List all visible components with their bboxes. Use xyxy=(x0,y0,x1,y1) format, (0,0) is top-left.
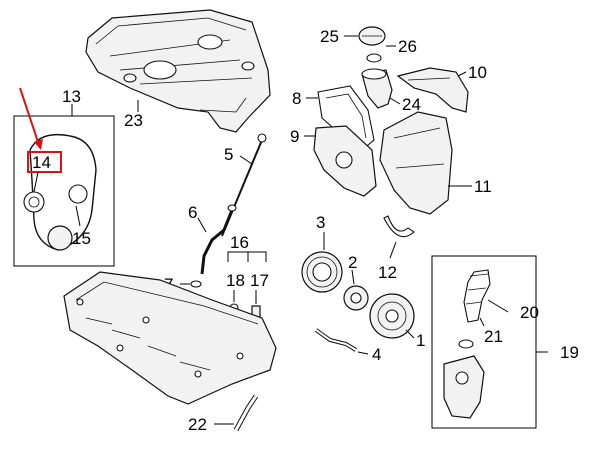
oil-pump xyxy=(301,251,343,293)
highlight-box xyxy=(27,151,62,173)
callout-21: 21 xyxy=(484,327,503,346)
callout-17: 17 xyxy=(250,271,269,290)
highlight-arrow xyxy=(19,87,41,149)
callout-5: 5 xyxy=(224,145,233,164)
crank-seal-bracket xyxy=(383,215,415,238)
cover-gasket xyxy=(317,85,375,151)
callout-18: 18 xyxy=(226,271,245,290)
callout-8: 8 xyxy=(292,89,301,108)
callout-26: 26 xyxy=(398,37,417,56)
callout-3: 3 xyxy=(316,213,325,232)
filler-neck xyxy=(361,68,393,109)
dipstick-seal xyxy=(190,280,202,288)
belt-kit-frame xyxy=(13,104,115,267)
crank-pulley xyxy=(369,293,415,339)
callout-25: 25 xyxy=(320,27,339,46)
callout-6: 6 xyxy=(188,203,197,222)
oil-filter-housing xyxy=(443,355,485,419)
callout-9: 9 xyxy=(290,127,299,146)
dipstick-tube xyxy=(200,204,237,275)
callout-15: 15 xyxy=(72,229,91,248)
callout-12: 12 xyxy=(378,263,397,282)
tensioner-pulley xyxy=(68,184,88,204)
callout-22: 22 xyxy=(188,415,207,434)
crank-sprocket xyxy=(343,285,369,311)
callout-1: 1 xyxy=(416,331,425,350)
arrow-head-icon xyxy=(34,139,43,150)
callout-23: 23 xyxy=(124,111,143,130)
breather-hose xyxy=(233,394,259,432)
oil-filler-cap xyxy=(358,26,386,63)
callout-19: 19 xyxy=(560,343,579,362)
oil-filter-frame xyxy=(431,255,548,429)
lower-timing-cover xyxy=(379,111,453,215)
oil-filter-element xyxy=(463,269,491,323)
inner-timing-cover xyxy=(313,125,377,197)
callout-16: 16 xyxy=(230,233,249,252)
callout-10: 10 xyxy=(468,63,487,82)
oil-pickup-tube xyxy=(314,328,358,352)
callout-14: 14 xyxy=(32,153,51,172)
callout-20: 20 xyxy=(520,303,539,322)
valve-cover xyxy=(85,9,271,133)
callout-24: 24 xyxy=(402,95,421,114)
callout-11: 11 xyxy=(474,177,492,196)
callout-2: 2 xyxy=(348,253,357,272)
oil-pan xyxy=(63,271,277,405)
callout-13: 13 xyxy=(62,87,81,106)
upper-timing-cover xyxy=(396,67,469,113)
highlight-14: 14 xyxy=(19,87,62,193)
drain-plug-group xyxy=(227,251,267,319)
callout-4: 4 xyxy=(372,345,381,364)
idler-pulley xyxy=(23,191,45,213)
